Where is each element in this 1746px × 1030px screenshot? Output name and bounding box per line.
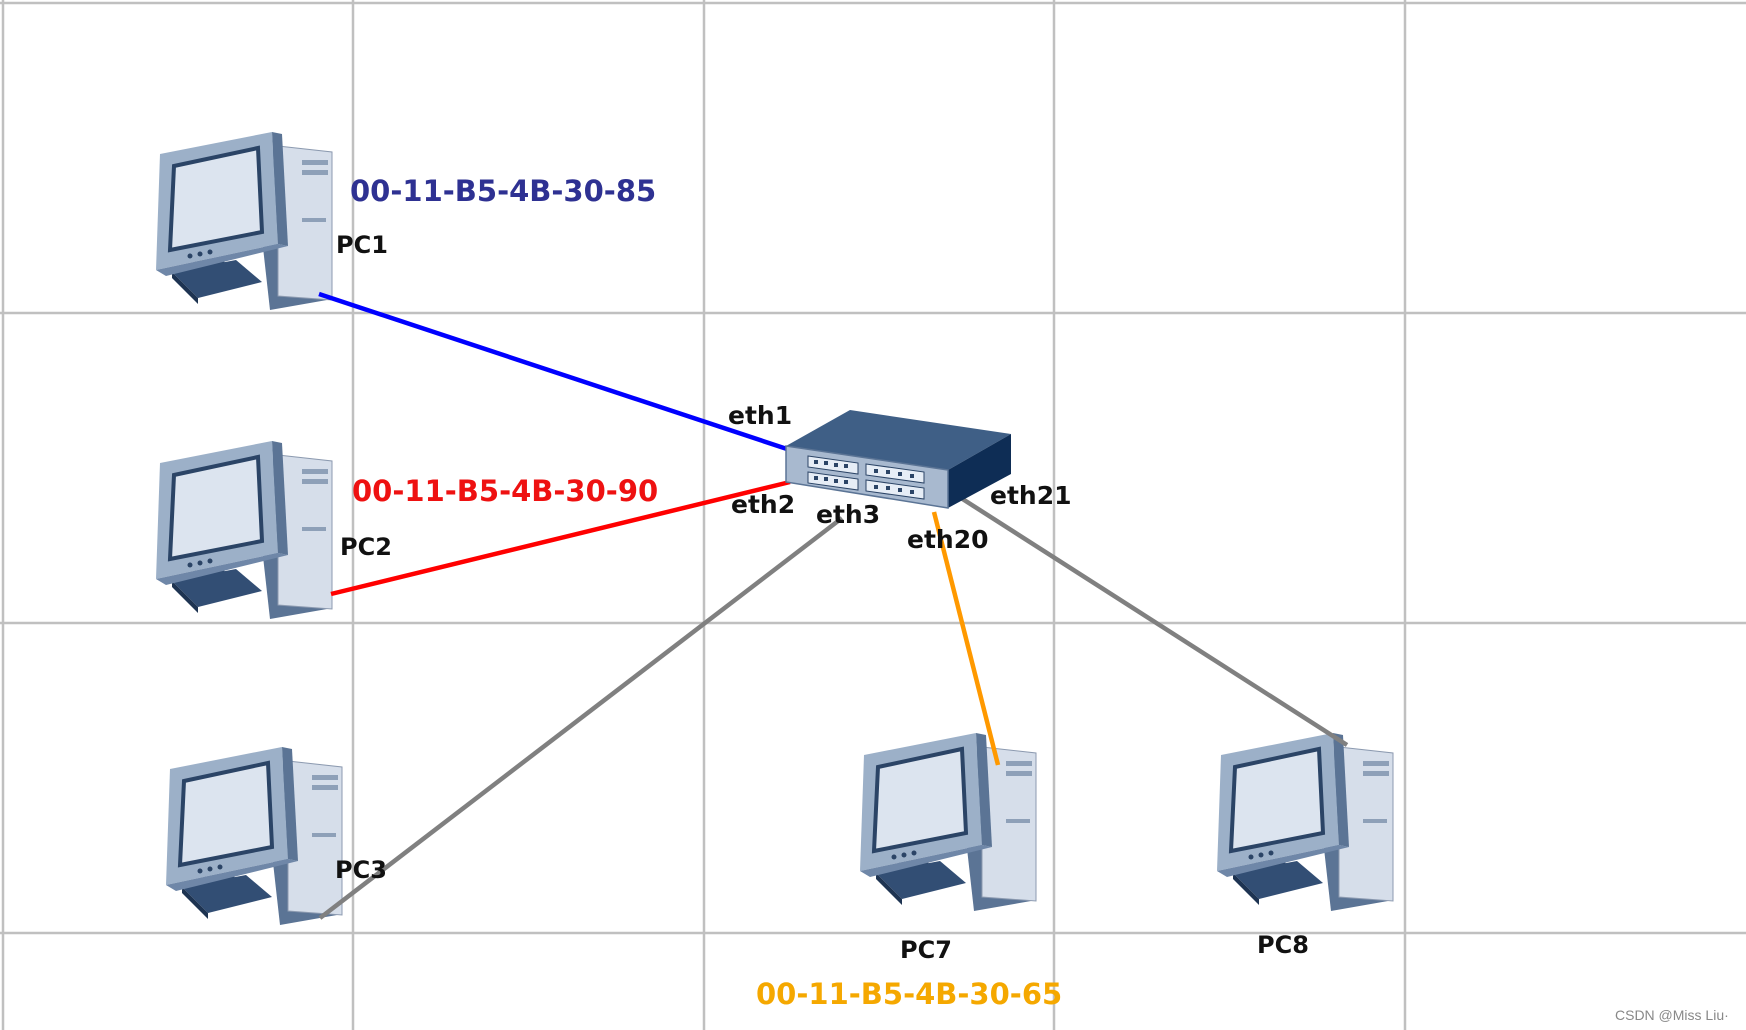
- pc8-label: PC8: [1257, 931, 1309, 959]
- pc8-computer-icon: [1217, 733, 1393, 911]
- pc2-computer-icon: [156, 441, 332, 619]
- pc3-computer-icon: [166, 747, 342, 925]
- pc7-mac-address: 00-11-B5-4B-30-65: [756, 977, 1062, 1011]
- pc1-mac-address: 00-11-B5-4B-30-85: [350, 174, 656, 208]
- port-label-eth3: eth3: [816, 500, 880, 529]
- network-links: [319, 294, 1347, 918]
- link-pc8-eth21: [936, 482, 1347, 745]
- pc2-label: PC2: [340, 533, 392, 561]
- pc3-label: PC3: [335, 856, 387, 884]
- port-label-eth21: eth21: [990, 481, 1072, 510]
- network-switch-icon: [786, 410, 1011, 508]
- port-label-eth20: eth20: [907, 525, 989, 554]
- link-pc1-eth1: [319, 294, 790, 450]
- pc1-computer-icon: [156, 132, 332, 310]
- pc2-mac-address: 00-11-B5-4B-30-90: [352, 474, 658, 508]
- port-label-eth2: eth2: [731, 490, 795, 519]
- pc7-label: PC7: [900, 936, 952, 964]
- watermark-text: CSDN @Miss Liu·: [1615, 1007, 1729, 1023]
- pc7-computer-icon: [860, 733, 1036, 911]
- port-label-eth1: eth1: [728, 401, 792, 430]
- pc1-label: PC1: [336, 231, 388, 259]
